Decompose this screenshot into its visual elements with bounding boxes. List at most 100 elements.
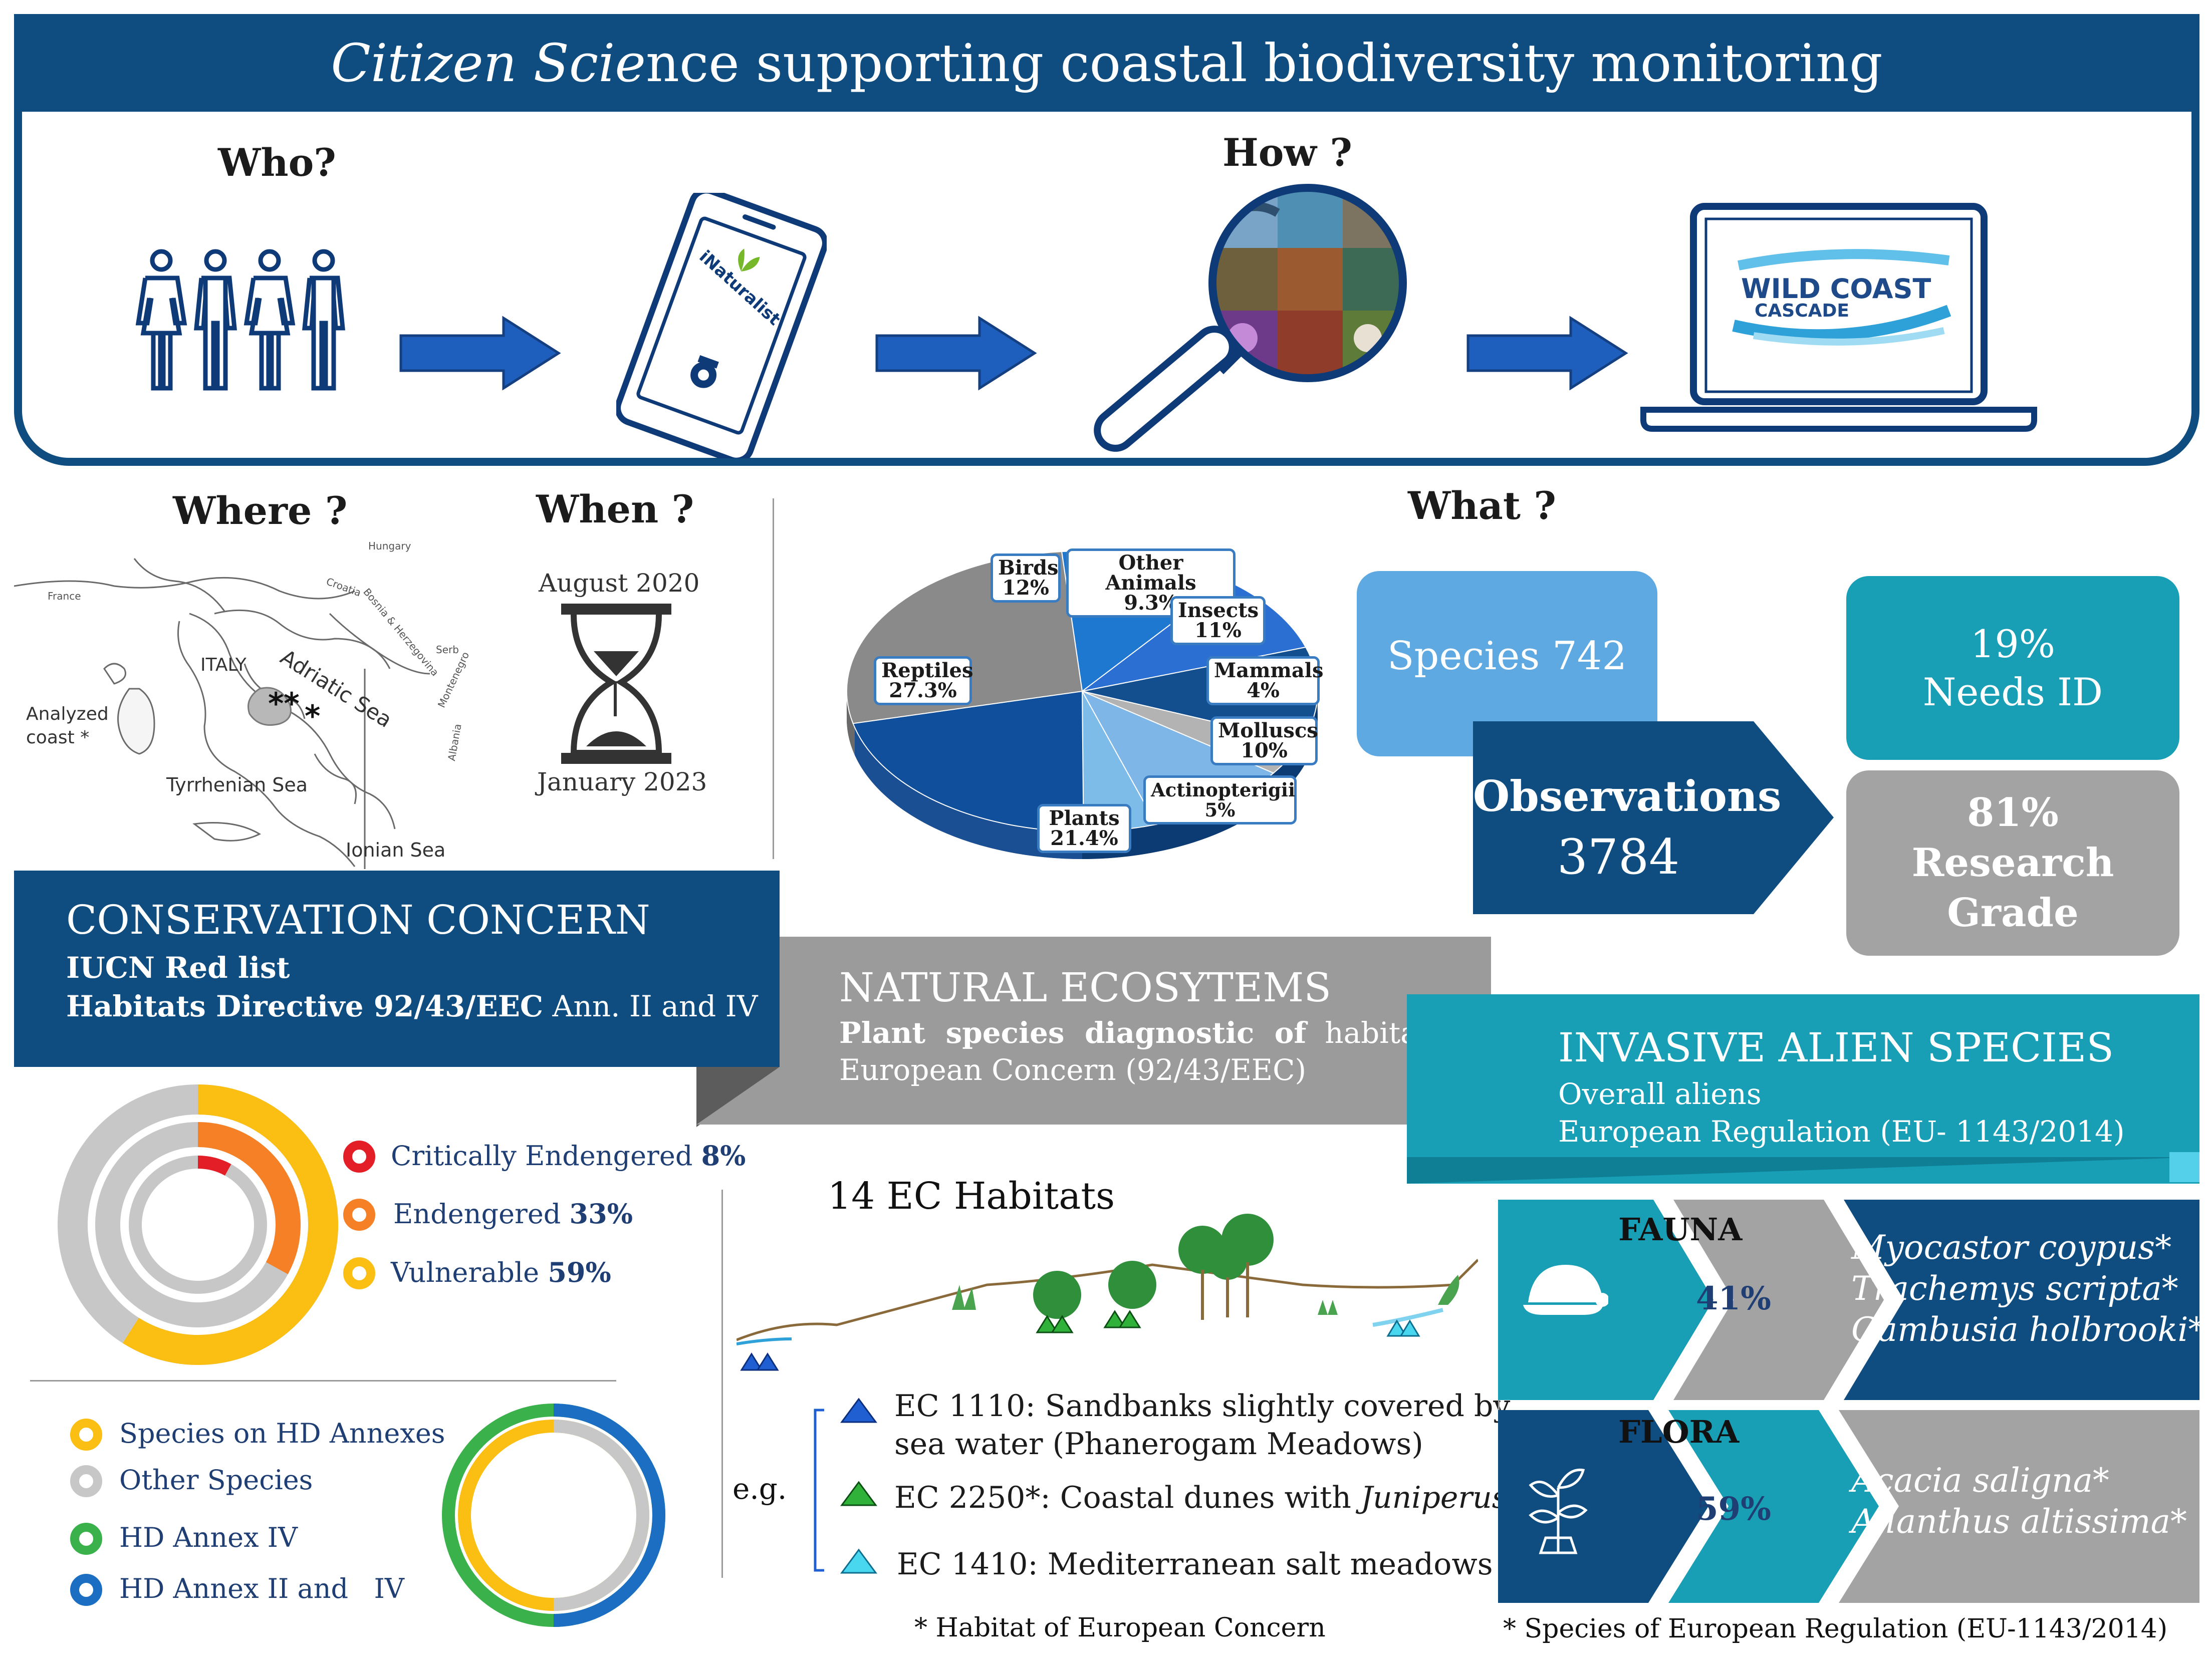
- pie-label-name: Actinopterigii: [1151, 779, 1295, 801]
- legend-vulnerable: Vulnerable 59%: [391, 1256, 611, 1288]
- ring-arc-endangered: [197, 1122, 301, 1274]
- habitat-ec2250-text: EC 2250*: Coastal dunes with: [894, 1480, 1361, 1515]
- flora-band: [1498, 1410, 2199, 1603]
- ring-arc-vulnerable: [123, 1084, 338, 1365]
- pie-label-name: Plants: [1049, 806, 1120, 830]
- habitats-bracket: [814, 1409, 824, 1572]
- triangle-ec1410-icon: [840, 1548, 877, 1574]
- flora-species: Ailanthus altissima*: [1851, 1502, 2187, 1541]
- natural-line1: Plant species diagnostic of habitats of: [839, 1016, 1491, 1050]
- magnifier-icon: [1094, 184, 1407, 452]
- map-label-serbia: Serb: [436, 644, 459, 656]
- fauna-species: Trachemys scripta*: [1851, 1269, 2178, 1308]
- invasive-banner: [1407, 994, 2199, 1184]
- legend-other-species-icon: [70, 1465, 102, 1497]
- map-label-france: France: [48, 590, 81, 602]
- legend-endangered-icon: [343, 1199, 375, 1231]
- wildcoast-title: WILD COAST: [1741, 273, 1931, 305]
- smartphone-icon: [616, 193, 827, 458]
- pie-label-value: 27.3%: [889, 679, 957, 702]
- legend-vulnerable-icon: [343, 1257, 375, 1289]
- pie-label-insects: Insects 11%: [1170, 596, 1266, 645]
- conservation-iucn: IUCN Red list: [66, 951, 290, 985]
- arrow-right-icon: [1466, 316, 1628, 391]
- research-grade-label: Research Grade: [1911, 840, 2114, 936]
- map-label-analyzed-coast: coast *: [26, 727, 90, 748]
- pie-label-value: 11%: [1194, 619, 1242, 642]
- pie-label-other-animals: Other Animals 9.3%: [1066, 548, 1236, 618]
- coastal-profile-illustration: [736, 1214, 1478, 1371]
- conservation-banner: [14, 871, 780, 1067]
- title-text: nce supporting coastal biodiversity moni…: [645, 32, 1883, 94]
- legend-annex-iv-icon: [70, 1523, 102, 1555]
- triangle-ec2250-icon: [840, 1481, 877, 1506]
- habitat-ec1410: EC 1410: Mediterranean salt meadows: [897, 1547, 1493, 1582]
- title-italic: Citizen Scie: [331, 32, 646, 94]
- map-label-italy: ITALY: [200, 655, 247, 675]
- legend-annex-ii-iv: HD Annex II and IV: [119, 1573, 404, 1604]
- habitat-ec1110-line2: sea water (Phanerogam Meadows): [894, 1427, 1423, 1462]
- how-heading: How ?: [1222, 130, 1352, 175]
- habitat-ec2250: EC 2250*: Coastal dunes with Juniperus.: [894, 1480, 1517, 1515]
- iucn-ring-chart: [58, 1084, 338, 1365]
- regulation-footnote: * Species of European Regulation (EU-114…: [1503, 1614, 2168, 1644]
- legend-critically-label: Critically Endengered: [391, 1140, 693, 1172]
- fauna-species-list: Myocastor coypus* Trachemys scripta* Gam…: [1851, 1227, 2204, 1350]
- fauna-band: [1498, 1200, 2199, 1400]
- pie-label-name: Mammals: [1214, 659, 1324, 682]
- invasive-line1: Overall aliens: [1558, 1077, 1762, 1111]
- map-study-marker: *: [305, 699, 321, 734]
- habitat-ec1110-line1: EC 1110: Sandbanks slightly covered by: [894, 1389, 1511, 1424]
- turtle-icon: [1523, 1265, 1608, 1315]
- natural-title: NATURAL ECOSYTEMS: [839, 964, 1332, 1011]
- pie-label-value: 12%: [1002, 576, 1049, 600]
- needs-id-box: 19% Needs ID: [1846, 576, 2179, 760]
- research-grade-box: 81% Research Grade: [1846, 770, 2179, 956]
- fauna-percent: 41%: [1696, 1280, 1771, 1317]
- legend-critically-icon: [343, 1141, 375, 1173]
- divider: [773, 498, 774, 859]
- legend-annex-ii-iv-icon: [70, 1574, 102, 1606]
- divider: [721, 1190, 723, 1578]
- pie-label-reptiles: Reptiles 27.3%: [874, 656, 973, 705]
- needs-id-label: Needs ID: [1922, 669, 2103, 714]
- invasive-line2: European Regulation (EU- 1143/2014): [1558, 1115, 2125, 1149]
- legend-critically: Critically Endengered 8%: [391, 1140, 746, 1172]
- when-heading: When ?: [536, 487, 694, 531]
- pie-label-plants: Plants 21.4%: [1037, 804, 1131, 853]
- research-grade-pct: 81%: [1967, 790, 2059, 836]
- fauna-species: Gambusia holbrooki*: [1851, 1310, 2205, 1349]
- hourglass-icon: [561, 604, 671, 764]
- map-label-hungary: Hungary: [368, 540, 411, 552]
- legend-endangered: Endengered 33%: [393, 1198, 633, 1230]
- observations-label: Observations: [1473, 771, 1782, 821]
- invasive-banner-corner: [2169, 1152, 2199, 1182]
- legend-endangered-value: 33%: [569, 1198, 633, 1230]
- flora-label: FLORA: [1618, 1414, 1740, 1450]
- who-heading: Who?: [218, 140, 336, 185]
- pie-label-birds: Birds 12%: [991, 554, 1061, 603]
- observations-value: 3784: [1557, 829, 1680, 885]
- legend-hd-annexes-icon: [70, 1419, 102, 1451]
- habitats-eg: e.g.: [732, 1472, 787, 1506]
- what-heading: What ?: [1408, 483, 1556, 528]
- natural-ecosystems-banner: [780, 937, 1491, 1125]
- when-end: January 2023: [537, 767, 707, 796]
- habitats-footnote: * Habitat of European Concern: [914, 1613, 1326, 1643]
- map-label-tyrrhenian: Tyrrhenian Sea: [166, 774, 308, 796]
- legend-other-species: Other Species: [119, 1464, 313, 1496]
- workflow-frame: [14, 108, 2199, 466]
- pie-label-name: Molluscs: [1218, 719, 1318, 742]
- observations-arrow-box: [1473, 721, 1834, 914]
- pie-label-mammals: Mammals 4%: [1206, 656, 1324, 705]
- conservation-directive-rest: Ann. II and IV: [543, 989, 758, 1023]
- fauna-label: FAUNA: [1618, 1211, 1743, 1248]
- pie-label-name: Other Animals: [1105, 551, 1196, 595]
- conservation-directive: Habitats Directive 92/43/EEC Ann. II and…: [66, 989, 758, 1023]
- species-count: Species 742: [1387, 634, 1627, 679]
- legend-hd-annexes: Species on HD Annexes: [119, 1418, 445, 1449]
- legend-annex-iv: HD Annex IV: [119, 1522, 298, 1553]
- conservation-directive-bold: Habitats Directive 92/43/EEC: [66, 989, 544, 1023]
- divider: [30, 1380, 616, 1382]
- needs-id-pct: 19%: [1971, 621, 2055, 666]
